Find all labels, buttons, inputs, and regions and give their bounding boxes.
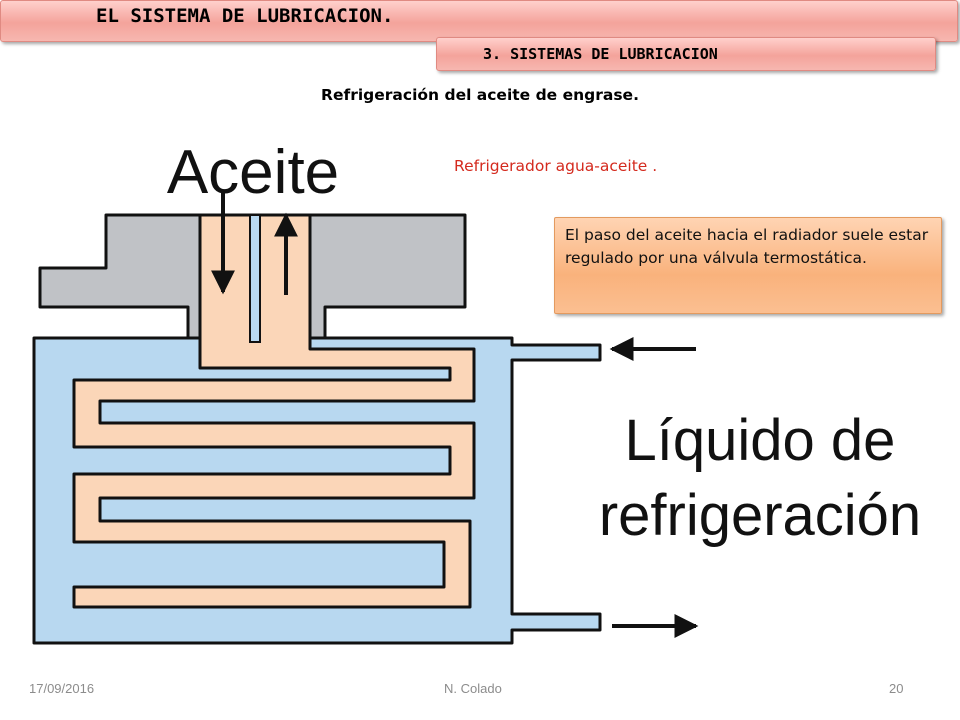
red-note: Refrigerador agua-aceite . bbox=[454, 157, 658, 175]
label-coolant-line1: Líquido de bbox=[625, 408, 896, 473]
footer-page-number: 20 bbox=[889, 681, 904, 696]
footer-date: 17/09/2016 bbox=[29, 681, 95, 696]
title-banner: EL SISTEMA DE LUBRICACION. bbox=[0, 0, 958, 42]
section-banner: 3. SISTEMAS DE LUBRICACION bbox=[436, 37, 936, 71]
footer-author: N. Colado bbox=[444, 681, 502, 696]
slide-title: EL SISTEMA DE LUBRICACION. bbox=[96, 5, 394, 27]
oil-partition bbox=[249, 214, 261, 343]
oil-passage bbox=[72, 213, 476, 609]
callout-text: El paso del aceite hacia el radiador sue… bbox=[565, 226, 929, 268]
label-aceite: Aceite bbox=[167, 138, 339, 207]
section-title: 3. SISTEMAS DE LUBRICACION bbox=[483, 45, 718, 63]
slide-subtitle: Refrigeración del aceite de engrase. bbox=[321, 86, 639, 104]
label-coolant-line2: refrigeración bbox=[599, 483, 921, 548]
callout-box: El paso del aceite hacia el radiador sue… bbox=[554, 217, 942, 314]
